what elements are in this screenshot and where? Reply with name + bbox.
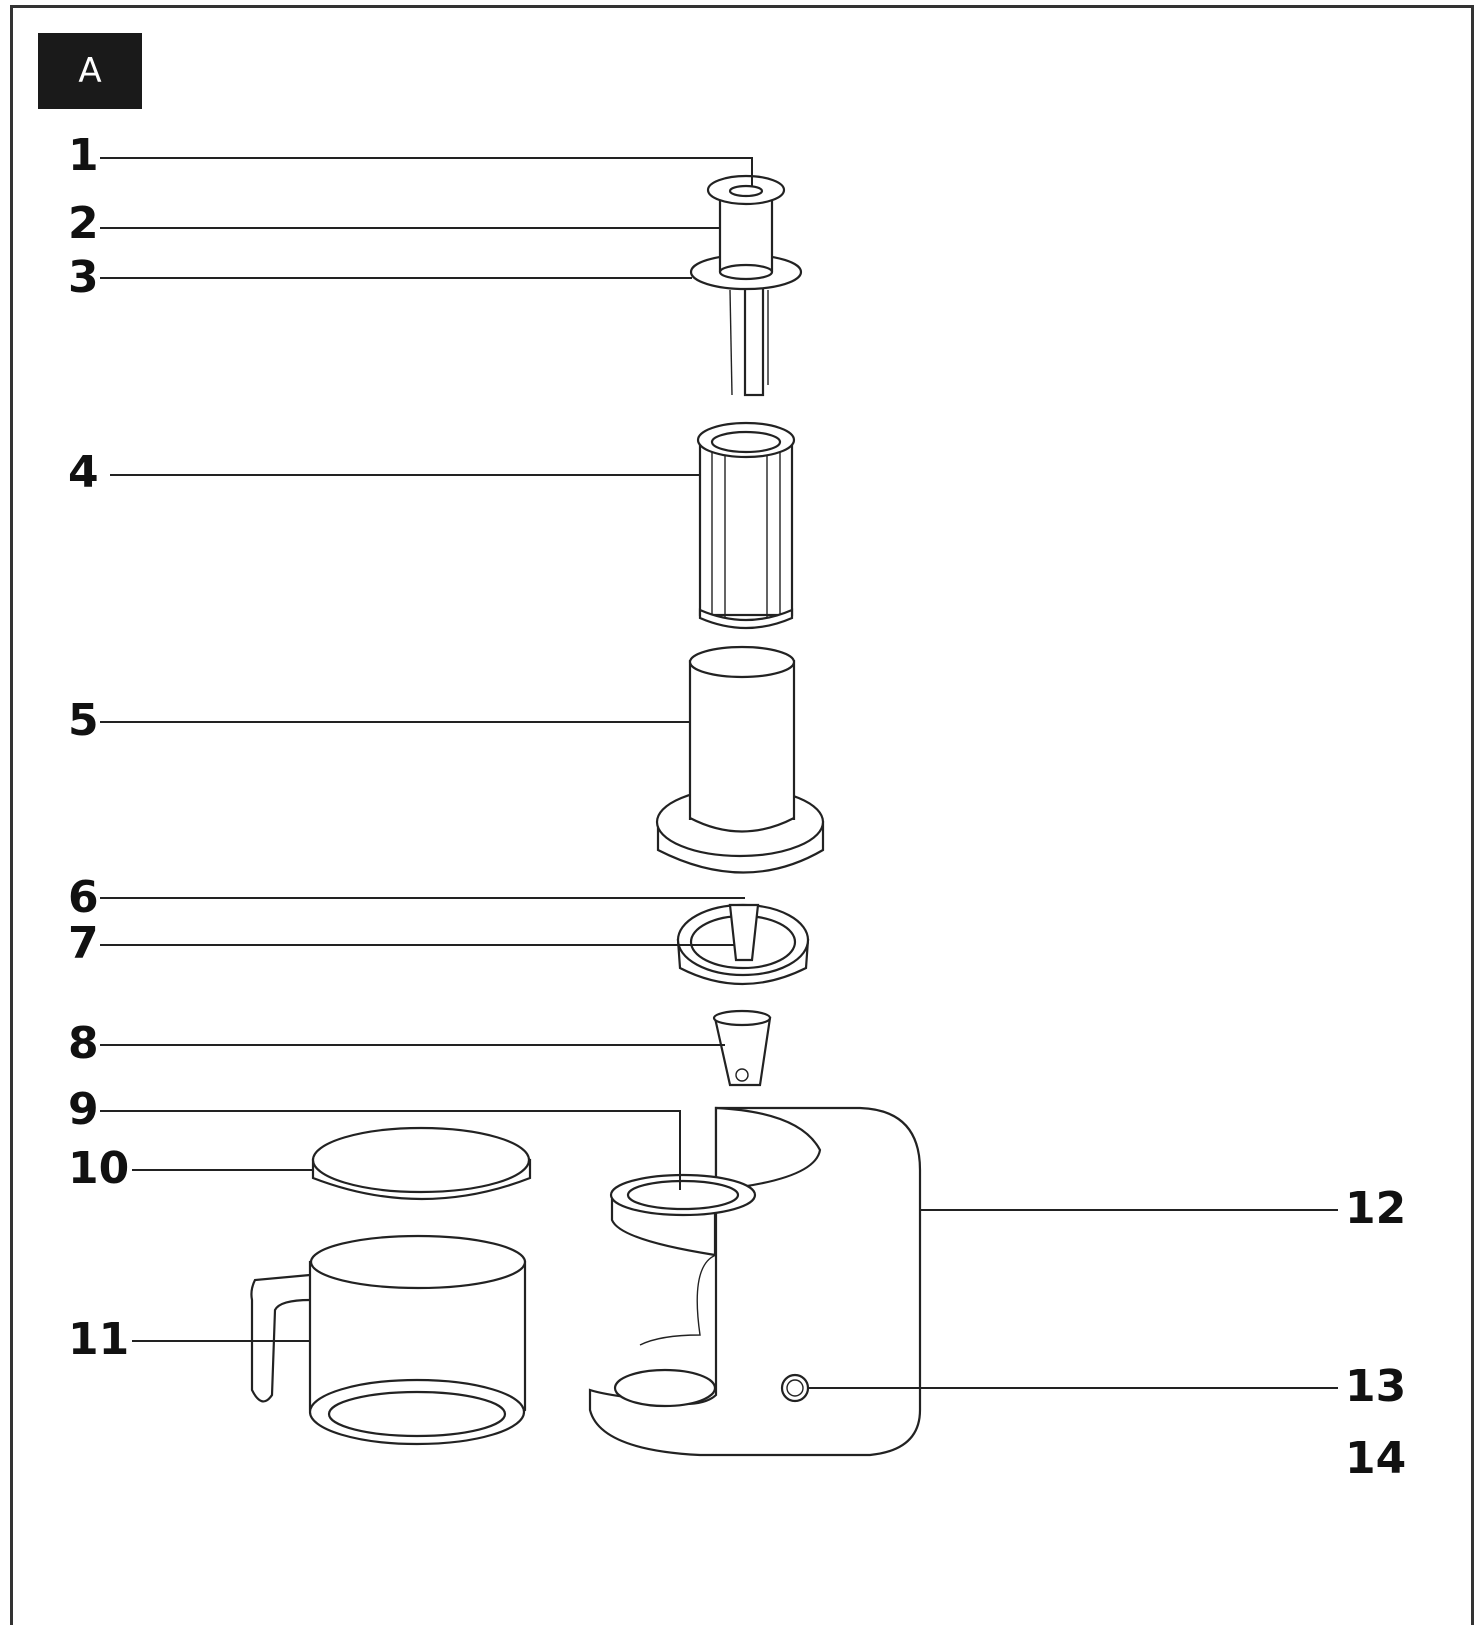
motor-base-part	[588, 1106, 922, 1457]
figure-frame	[10, 5, 1474, 1625]
callout-3: 3	[68, 252, 99, 303]
callout-6: 6	[68, 872, 99, 923]
callout-1: 1	[68, 130, 99, 181]
drive-coupling-part	[712, 1009, 772, 1087]
leader-lines	[100, 157, 1338, 1389]
feed-chute-part	[655, 645, 825, 874]
callout-7: 7	[68, 918, 99, 969]
leader-line-9	[100, 1110, 681, 1190]
callout-2: 2	[68, 198, 99, 249]
jug-lid-part	[311, 1126, 532, 1201]
callout-5: 5	[68, 695, 99, 746]
pusher-part	[689, 174, 803, 397]
juice-jug-part	[250, 1234, 527, 1446]
callout-4: 4	[68, 447, 99, 498]
callout-13: 13	[1345, 1361, 1406, 1412]
panel-label: A	[38, 33, 142, 109]
callout-12: 12	[1345, 1183, 1406, 1234]
callout-14: 14	[1345, 1433, 1406, 1484]
callout-9: 9	[68, 1084, 99, 1135]
leader-line-1	[100, 157, 753, 186]
crushing-disc-part	[676, 903, 810, 986]
callout-10: 10	[68, 1143, 129, 1194]
callout-11: 11	[68, 1314, 129, 1365]
filter-basket-part	[696, 421, 796, 630]
callout-8: 8	[68, 1018, 99, 1069]
callout-numbers: 1 2 3 4 5 6 7 8 9 10 11 12 13 14	[68, 130, 1406, 1484]
